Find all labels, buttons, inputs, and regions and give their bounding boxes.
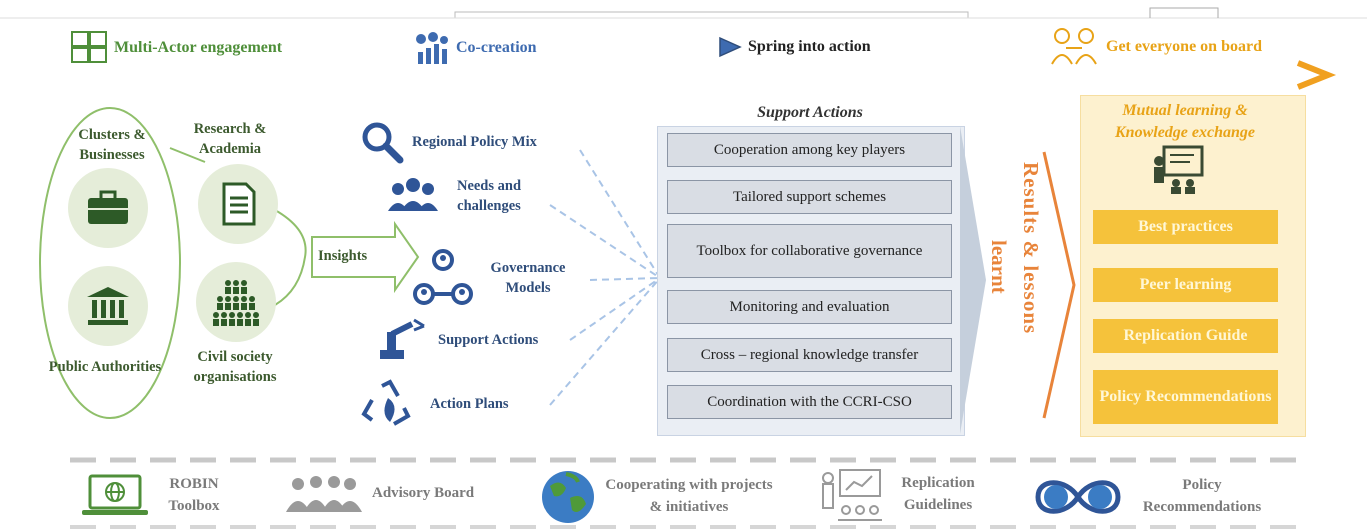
actor-research-label: Research & Academia [193, 121, 267, 157]
support-item: Tailored support schemes [667, 180, 952, 214]
header-label: Get everyone on board [1106, 38, 1262, 55]
group-people-icon [388, 178, 438, 212]
tool-label: Regional Policy Mix [412, 133, 537, 150]
mutual-title: Mutual learning & Knowledge exchange [1115, 102, 1255, 141]
board-people-icon [286, 476, 362, 512]
footer-label: ROBIN Toolbox [168, 476, 220, 514]
crowd-icon-circle [196, 262, 276, 342]
tool-support-actions: Support Actions [378, 318, 538, 362]
footer-dividers [70, 457, 1300, 529]
play-arrow-icon [719, 36, 742, 58]
tool-label: Action Plans [430, 395, 509, 412]
magnifier-icon [362, 122, 404, 164]
tool-action-plans: Action Plans [360, 378, 509, 430]
tool-governance-models: Governance Models [412, 248, 578, 308]
support-item: Cooperation among key players [667, 133, 952, 167]
co-creation-icon [416, 32, 448, 64]
tool-needs-challenges: Needs and challenges [386, 176, 534, 217]
document-icon [222, 182, 256, 226]
results-line1: Results & lessons [1019, 162, 1043, 335]
results-bracket [1042, 151, 1076, 419]
teacher-board-icon [1154, 145, 1204, 194]
header-label: Multi-Actor engagement [114, 39, 283, 56]
header-item-multi-actor: Multi-Actor engagement [70, 30, 282, 66]
tool-regional-policy-mix: Regional Policy Mix [360, 120, 537, 164]
footer-label: Cooperating with projects & initiatives [605, 477, 773, 515]
header-item-on-board: Get everyone on board [1048, 24, 1262, 70]
recycle-icon [361, 379, 411, 426]
footer-item-policy: Policy Recommendations [1028, 474, 1272, 520]
actor-public-label: Public Authorities [48, 359, 162, 375]
footer-item-toolbox: ROBIN Toolbox [80, 474, 234, 518]
support-chevron [960, 126, 986, 434]
actor-civil-label: Civil society organisations [193, 349, 277, 385]
footer-item-replication: Replication Guidelines [818, 466, 988, 524]
mutual-item: Policy Recommendations [1093, 370, 1278, 424]
earth-icon [542, 471, 594, 523]
top-frame-lines [0, 7, 1367, 19]
laptop-globe-icon [82, 474, 148, 515]
document-icon-circle [198, 164, 278, 244]
government-icon [87, 287, 129, 325]
robot-arm-icon [380, 318, 425, 359]
results-line2: learnt [987, 240, 1011, 294]
header-label: Spring into action [748, 38, 871, 55]
mutual-item: Best practices [1093, 210, 1278, 244]
tool-label: Governance Models [490, 259, 566, 296]
presentation-icon [822, 469, 882, 521]
header-item-spring: Spring into action [718, 36, 871, 58]
support-item: Toolbox for collaborative governance [667, 224, 952, 278]
network-people-icon [413, 249, 473, 305]
support-actions-title: Support Actions [757, 104, 863, 121]
footer-item-cooperating: Cooperating with projects & initiatives [536, 468, 774, 526]
government-icon-circle [68, 266, 148, 346]
insights-label: Insights [318, 248, 368, 264]
puzzle-people-icon [71, 31, 107, 63]
people-exchange-icon [1051, 28, 1097, 65]
footer-item-advisory: Advisory Board [284, 474, 474, 514]
progress-arrow [55, 60, 1337, 90]
briefcase-icon [88, 190, 128, 224]
support-item: Monitoring and evaluation [667, 290, 952, 324]
globe-infinity-icon [1035, 480, 1121, 514]
tool-label: Needs and challenges [456, 178, 522, 215]
header-item-co-creation: Co-creation [412, 30, 537, 66]
support-item: Coordination with the CCRI-CSO [667, 385, 952, 419]
actors-diagram [39, 107, 420, 419]
support-item: Cross – regional knowledge transfer [667, 338, 952, 372]
tool-label: Support Actions [438, 331, 539, 348]
header-label: Co-creation [456, 39, 537, 56]
footer-label: Policy Recommendations [1142, 477, 1262, 515]
mutual-item: Peer learning [1093, 268, 1278, 302]
actor-clusters-label: Clusters & Businesses [78, 127, 146, 163]
tool-connectors [549, 149, 661, 406]
mutual-item: Replication Guide [1093, 319, 1278, 353]
footer-label: Replication Guidelines [901, 475, 975, 513]
footer-label: Advisory Board [372, 485, 475, 502]
crowd-icon [213, 280, 259, 326]
briefcase-icon-circle [68, 168, 148, 248]
